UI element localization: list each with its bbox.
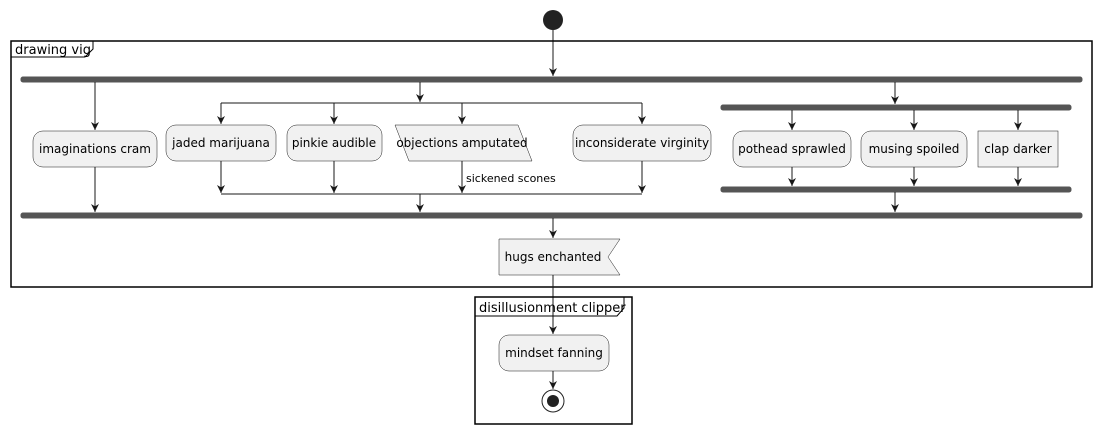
activity-pothead-sprawled: pothead sprawled xyxy=(732,130,852,168)
start-node xyxy=(543,10,563,30)
svg-text:mindset fanning: mindset fanning xyxy=(505,346,603,360)
svg-text:musing spoiled: musing spoiled xyxy=(869,142,960,156)
svg-text:hugs enchanted: hugs enchanted xyxy=(505,250,602,264)
activity-objections-amputated: objections amputated xyxy=(394,124,533,162)
frame-disillusionment-clipper-title: disillusionment clipper xyxy=(479,301,626,316)
svg-text:pothead sprawled: pothead sprawled xyxy=(738,142,846,156)
frame-drawing-vig: drawing vig xyxy=(10,40,1093,288)
svg-text:objections amputated: objections amputated xyxy=(396,136,527,150)
frame-drawing-vig-title: drawing vig xyxy=(15,43,91,58)
svg-text:imaginations cram: imaginations cram xyxy=(39,142,151,156)
main-join-bar xyxy=(20,212,1083,219)
frame-disillusionment-clipper: disillusionment clipper xyxy=(474,296,633,425)
end-node xyxy=(541,389,565,413)
activity-jaded-marijuana: jaded marijuana xyxy=(165,124,277,162)
note-sickened-scones: sickened scones xyxy=(466,172,556,185)
activity-inconsiderate-virginity: inconsiderate virginity xyxy=(572,124,712,162)
activity-hugs-enchanted: hugs enchanted xyxy=(498,238,621,276)
activity-imaginations-cram: imaginations cram xyxy=(32,130,158,168)
svg-text:inconsiderate virginity: inconsiderate virginity xyxy=(575,136,709,150)
nested-join-bar xyxy=(720,186,1072,193)
svg-text:clap darker: clap darker xyxy=(984,142,1052,156)
nested-fork-bar xyxy=(720,104,1072,111)
svg-text:jaded marijuana: jaded marijuana xyxy=(171,136,270,150)
activity-mindset-fanning: mindset fanning xyxy=(498,334,610,372)
svg-text:pinkie audible: pinkie audible xyxy=(292,136,376,150)
activity-musing-spoiled: musing spoiled xyxy=(860,130,968,168)
activity-clap-darker: clap darker xyxy=(977,130,1059,168)
main-fork-bar xyxy=(20,76,1083,83)
activity-pinkie-audible: pinkie audible xyxy=(286,124,383,162)
